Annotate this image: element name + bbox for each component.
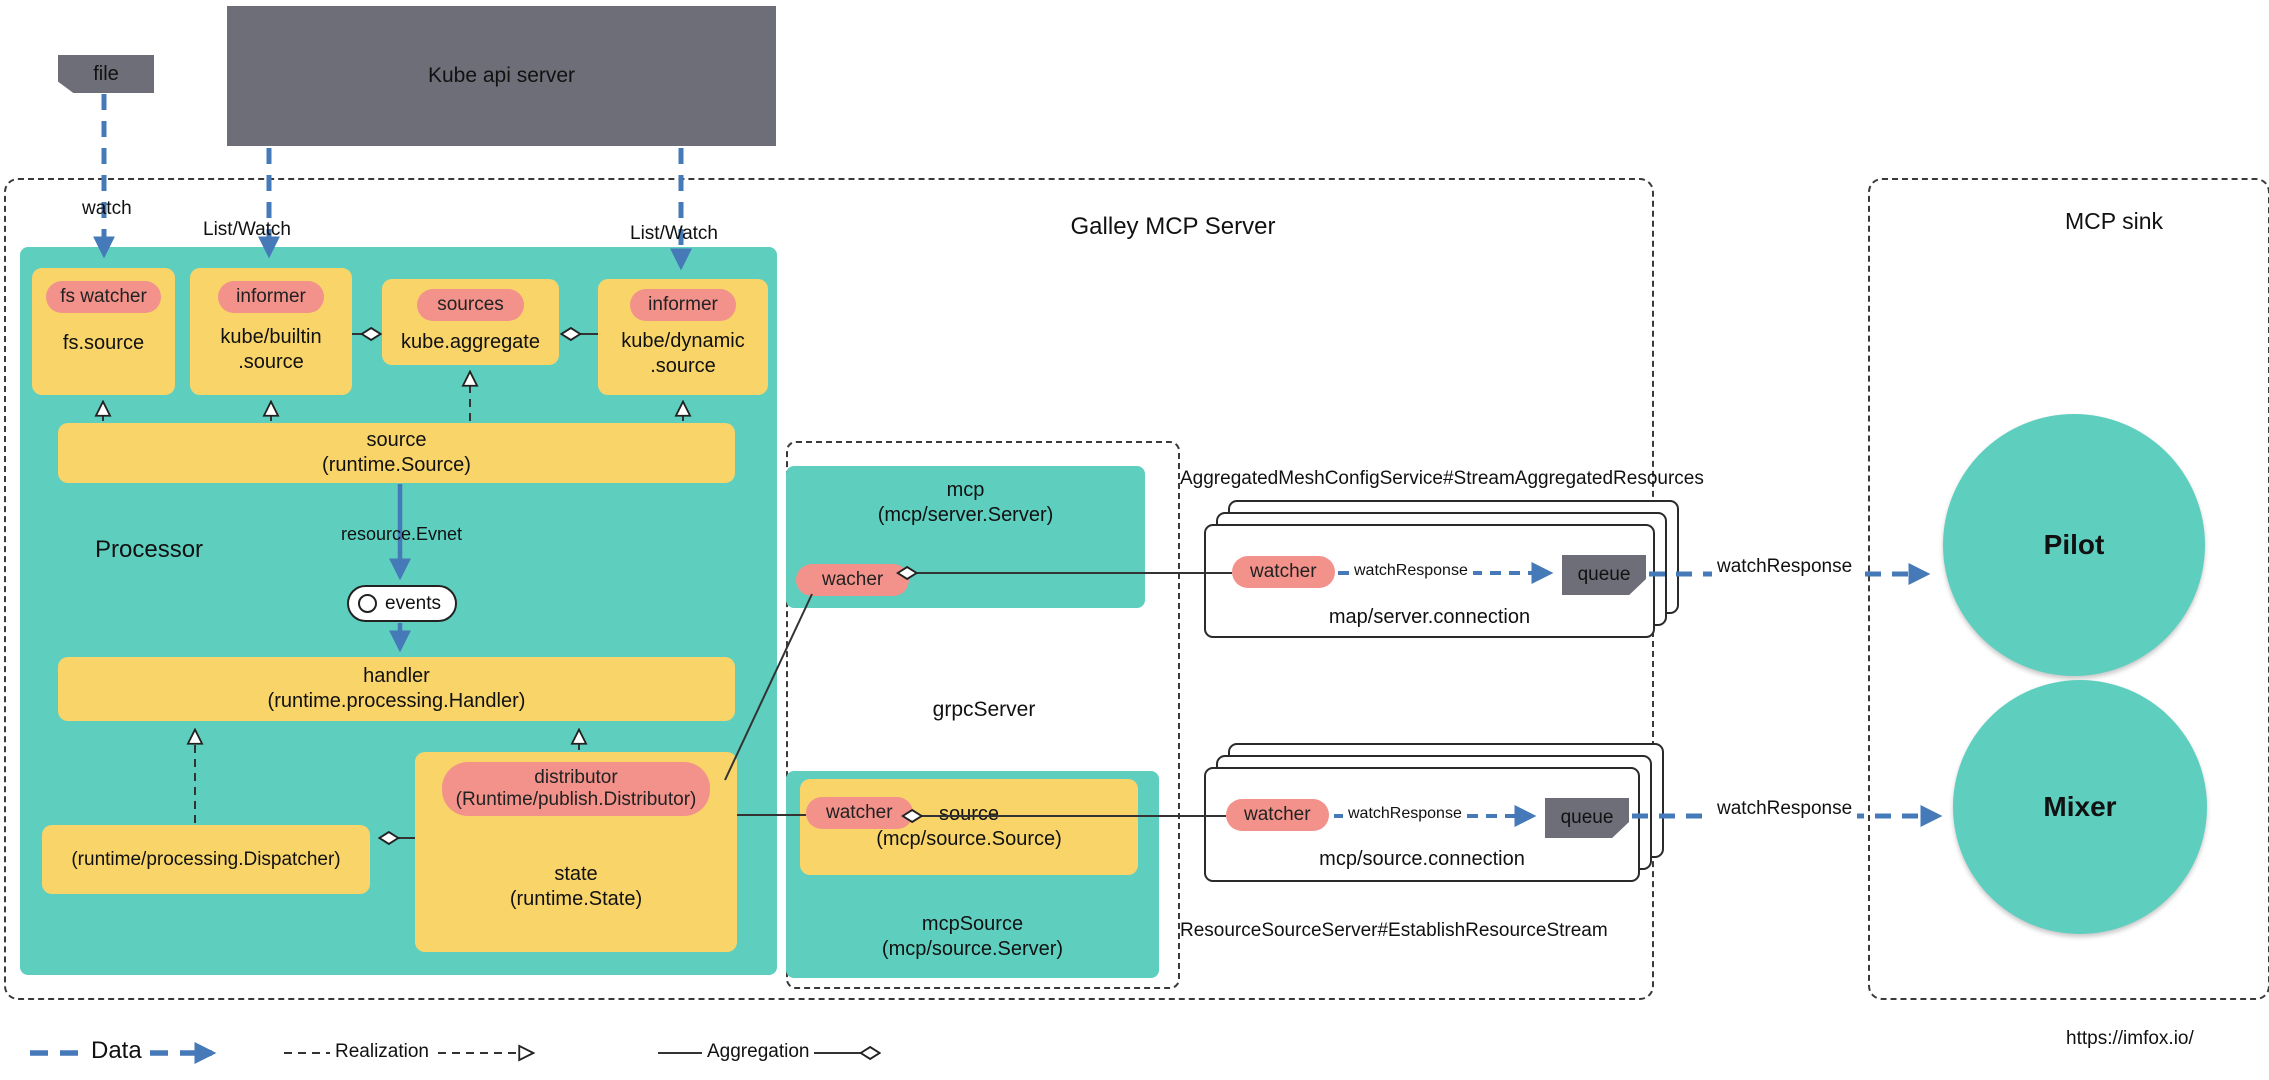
informer-dynamic-badge: informer — [630, 289, 736, 321]
watch-response-top-card-label: watchResponse — [1349, 561, 1473, 581]
mcp-source-server-title: mcpSource (mcp/source.Server) — [881, 913, 1064, 960]
legend-aggregation-label: Aggregation — [702, 1041, 815, 1064]
server-connection-label: map/server.connection — [1328, 606, 1531, 628]
fs-watcher-badge: fs watcher — [46, 281, 161, 313]
source-connection-watcher-badge: watcher — [1226, 799, 1329, 831]
file-node: file — [58, 55, 154, 93]
mcp-server-box: mcp (mcp/server.Server) wacher — [786, 466, 1145, 608]
handler-box: handler (runtime.processing.Handler) — [58, 657, 735, 721]
informer-dynamic-box: informer kube/dynamic .source — [598, 279, 768, 395]
source-connection-queue: queue — [1545, 798, 1629, 838]
mixer-node: Mixer — [1953, 680, 2207, 934]
dispatcher-label: (runtime/processing.Dispatcher) — [71, 848, 341, 870]
distributor-state-box: distributor (Runtime/publish.Distributor… — [415, 752, 737, 952]
informer-builtin-box: informer kube/builtin .source — [190, 268, 352, 395]
events-label: events — [385, 592, 441, 614]
file-node-label: file — [93, 62, 119, 85]
kube-dynamic-source-label: kube/dynamic .source — [621, 329, 745, 377]
legend-realization-label: Realization — [330, 1041, 434, 1064]
galley-mcp-server-title: Galley MCP Server — [1070, 213, 1276, 240]
source-connection-label: mcp/source.connection — [1319, 848, 1525, 870]
server-connection-card: watcher queue map/server.connection — [1204, 524, 1655, 638]
fs-source-box: fs watcher fs.source — [32, 268, 175, 395]
mixer-label: Mixer — [2043, 791, 2117, 822]
kube-api-server-label: Kube api server — [427, 63, 576, 87]
fs-source-label: fs.source — [62, 331, 145, 354]
distributor-badge: distributor (Runtime/publish.Distributor… — [441, 762, 711, 816]
handler-label: handler (runtime.processing.Handler) — [267, 665, 526, 712]
list-watch-left-label: List/Watch — [203, 219, 291, 240]
server-connection-queue: queue — [1562, 555, 1646, 595]
mcp-source-source-label: source (mcp/source.Source) — [876, 803, 1062, 850]
mcp-sink-title: MCP sink — [2065, 208, 2163, 234]
mcp-server-title: mcp (mcp/server.Server) — [877, 479, 1054, 526]
list-watch-right-label: List/Watch — [630, 223, 718, 244]
runtime-source-box: source (runtime.Source) — [58, 423, 735, 483]
watch-response-pilot-label: watchResponse — [1712, 556, 1858, 579]
grpc-server-title: grpcServer — [932, 698, 1036, 721]
kube-aggregate-label: kube.aggregate — [400, 330, 540, 353]
state-label: state (runtime.State) — [509, 862, 643, 910]
server-connection-queue-label: queue — [1577, 564, 1631, 586]
informer-builtin-badge: informer — [218, 281, 324, 313]
event-circle-icon — [358, 594, 377, 613]
kube-builtin-source-label: kube/builtin .source — [220, 325, 322, 373]
resource-source-server-label: ResourceSourceServer#EstablishResourceSt… — [1180, 920, 1608, 941]
sources-badge: sources — [417, 289, 524, 321]
footer-url: https://imfox.io/ — [2066, 1028, 2194, 1049]
dispatcher-box: (runtime/processing.Dispatcher) — [42, 825, 370, 894]
sources-aggregate-box: sources kube.aggregate — [382, 279, 559, 365]
resource-event-label: resource.Evnet — [341, 524, 463, 544]
mcp-wacher-badge: wacher — [796, 564, 910, 596]
server-connection-watcher-badge: watcher — [1232, 556, 1335, 588]
runtime-source-label: source (runtime.Source) — [322, 429, 471, 476]
kube-api-server-node: Kube api server — [227, 6, 776, 146]
events-node: events — [347, 585, 457, 622]
aggregated-service-label: AggregatedMeshConfigService#StreamAggreg… — [1180, 468, 1704, 489]
watch-edge-label: watch — [82, 198, 132, 219]
mcp-source-watcher-badge: watcher — [806, 797, 913, 829]
source-connection-queue-label: queue — [1560, 807, 1614, 829]
source-connection-card: watcher queue mcp/source.connection — [1204, 767, 1640, 882]
legend-data-label: Data — [86, 1037, 147, 1066]
mcp-source-source-box: source (mcp/source.Source) — [800, 779, 1138, 875]
pilot-label: Pilot — [2043, 529, 2105, 560]
watch-response-bottom-card-label: watchResponse — [1343, 804, 1467, 824]
processor-title: Processor — [95, 536, 204, 563]
watch-response-mixer-label: watchResponse — [1712, 798, 1858, 821]
mcp-source-server-box: source (mcp/source.Source) watcher mcpSo… — [786, 771, 1159, 978]
pilot-node: Pilot — [1943, 414, 2205, 676]
